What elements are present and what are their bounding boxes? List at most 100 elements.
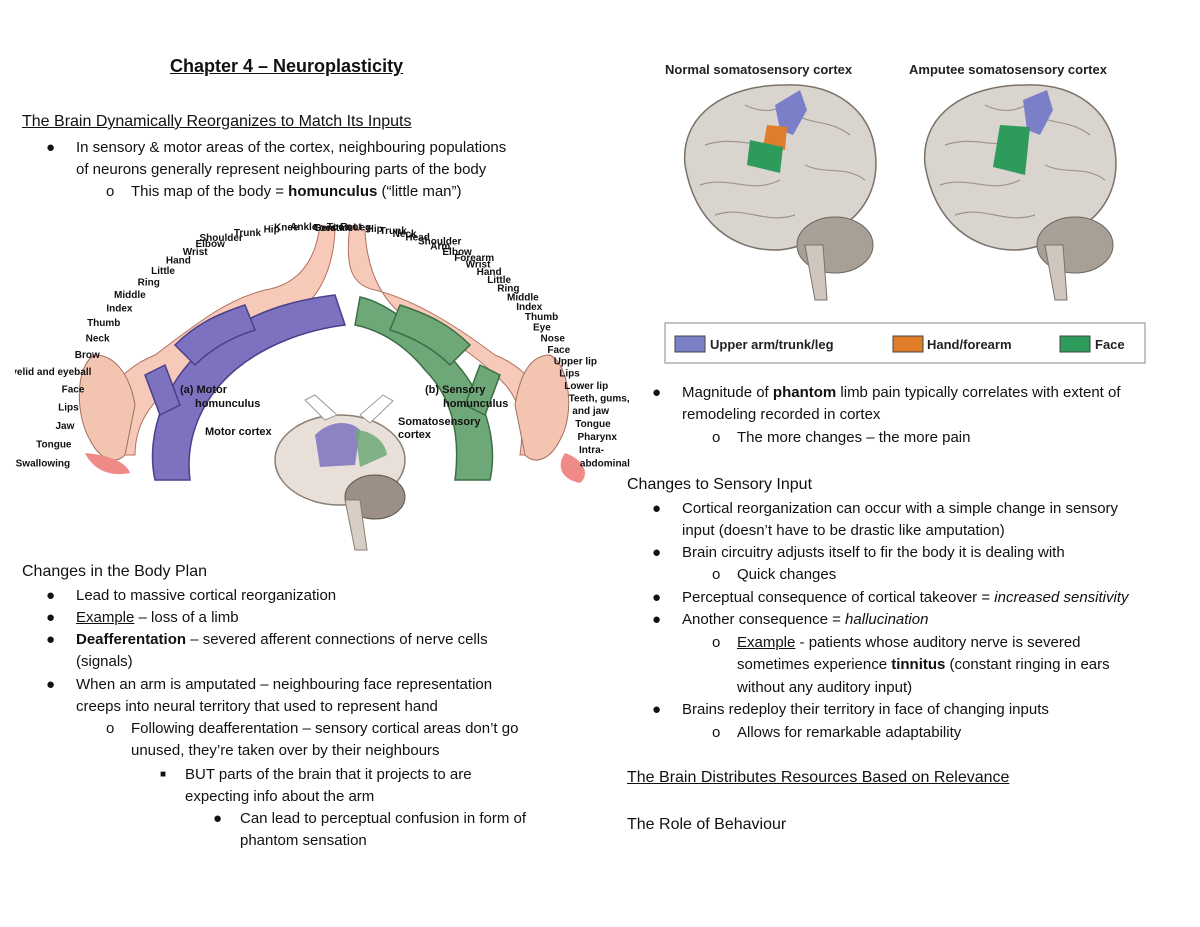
text-line: When an arm is amputated – neighbouring … — [76, 676, 493, 693]
body-part-label: Swallowing — [16, 458, 70, 469]
text-line: input (doesn’t have to be drastic like a… — [682, 522, 1005, 539]
body-part-label: Brow — [75, 350, 100, 361]
text-line: unused, they’re taken over by their neig… — [131, 742, 440, 759]
motor-title-2: homunculus — [195, 398, 260, 410]
bullet: ● — [213, 810, 223, 827]
svg-text:homunculus: homunculus — [195, 398, 260, 410]
bullet: ● — [46, 676, 56, 693]
svg-text:Somatosensory: Somatosensory — [398, 416, 481, 428]
bullet: ● — [46, 587, 56, 604]
body-part-label: Little — [151, 266, 175, 277]
body-part-label: Lips — [559, 369, 580, 380]
body-part-label: Knee — [274, 223, 299, 234]
body-part-label: Intra- — [579, 445, 604, 456]
svg-text:cortex: cortex — [398, 429, 432, 441]
body-part-label: Teeth, gums, — [569, 393, 630, 404]
body-part-label: Shoulder — [418, 237, 461, 248]
text-line: Deafferentation – severed afferent conne… — [76, 631, 488, 648]
body-part-label: abdominal — [580, 458, 630, 469]
body-part-label: Foot — [340, 222, 362, 233]
text-line: Another consequence = hallucination — [682, 611, 929, 628]
bullet: ● — [652, 384, 662, 401]
legend-label-face: Face — [1095, 337, 1125, 352]
legend-swatch-upper — [674, 335, 706, 353]
motor-title: (a) Motor — [180, 384, 228, 396]
text-line: phantom sensation — [240, 832, 367, 849]
body-part-label: Hip — [264, 225, 280, 236]
body-part-label: Lower lip — [564, 381, 608, 392]
body-part-label: Ring — [497, 284, 519, 295]
body-part-label: Wrist — [466, 260, 491, 271]
body-part-label: Elbow — [195, 239, 225, 250]
section-heading-behaviour: The Role of Behaviour — [627, 816, 787, 833]
legend-swatch-hand — [892, 335, 924, 353]
bullet: ● — [652, 500, 662, 517]
legend-label-hand: Hand/forearm — [927, 337, 1012, 352]
text-line: Allows for remarkable adaptability — [737, 724, 962, 741]
body-part-label: and jaw — [572, 406, 609, 417]
body-part-label: Lips — [58, 402, 79, 413]
body-part-label: Upper lip — [554, 357, 597, 368]
body-part-label: Middle — [507, 293, 539, 304]
text-line: Lead to massive cortical reorganization — [76, 587, 337, 604]
text-line: Cortical reorganization can occur with a… — [682, 500, 1119, 517]
body-part-label: Pharynx — [578, 432, 618, 443]
motor-cortex-label: Motor cortex — [205, 426, 273, 438]
section-heading-resources: The Brain Distributes Resources Based on… — [627, 769, 1010, 786]
sensory-title-2: homunculus — [443, 398, 508, 410]
bullet: ● — [46, 139, 56, 156]
body-part-label: Little — [487, 275, 511, 286]
sub-bullet: o — [712, 634, 721, 651]
body-part-label: Toes — [314, 223, 337, 234]
section-heading-sensory-input: Changes to Sensory Input — [627, 476, 813, 493]
sub-bullet: o — [106, 183, 115, 200]
bullet: ● — [652, 701, 662, 718]
body-part-label: Thumb — [525, 312, 558, 323]
body-part-label: Toes — [327, 222, 350, 233]
page-title: Chapter 4 – Neuroplasticity — [170, 56, 404, 76]
svg-text:Normal somatosensory cortex: Normal somatosensory cortex — [665, 62, 853, 77]
section-heading-body-plan: Changes in the Body Plan — [22, 563, 208, 580]
body-part-label: Ring — [138, 277, 160, 288]
body-part-label: Nose — [541, 334, 566, 345]
svg-text:(a) Motor: (a) Motor — [180, 384, 228, 396]
body-part-label: Thumb — [87, 318, 120, 329]
body-part-label: Arm — [430, 241, 450, 252]
svg-text:Face: Face — [1095, 337, 1125, 352]
svg-text:(b) Sensory: (b) Sensory — [425, 384, 486, 396]
body-part-label: Wrist — [183, 247, 208, 258]
body-part-label: Trunk — [380, 226, 408, 237]
text-line: Example – loss of a limb — [76, 609, 239, 626]
text-line: BUT parts of the brain that it projects … — [185, 766, 472, 783]
body-part-label: Forearm — [454, 253, 494, 264]
bullet: ● — [652, 544, 662, 561]
sub-bullet: o — [712, 566, 721, 583]
body-part-label: Index — [516, 302, 543, 313]
body-part-label: Hand — [166, 256, 191, 267]
text-line: Perceptual consequence of cortical takeo… — [682, 589, 1129, 606]
normal-brain — [683, 84, 877, 301]
body-part-label: Tongue — [575, 419, 611, 430]
text-line: remodeling recorded in cortex — [682, 406, 881, 423]
amputee-cortex-title: Amputee somatosensory cortex — [909, 62, 1108, 77]
sub-bullet: o — [712, 429, 721, 446]
text-line: without any auditory input) — [737, 679, 913, 696]
normal-cortex-title: Normal somatosensory cortex — [665, 62, 853, 77]
sub-bullet: o — [106, 720, 115, 737]
text-line: The more changes – the more pain — [737, 429, 971, 446]
text-line: (signals) — [76, 653, 133, 670]
body-part-label: Elbow — [442, 247, 472, 258]
body-part-label: Trunk — [234, 228, 262, 239]
body-part-label: Jaw — [55, 421, 74, 432]
svg-text:Amputee somatosensory cortex: Amputee somatosensory cortex — [909, 62, 1108, 77]
svg-text:homunculus: homunculus — [443, 398, 508, 410]
homunculus-figure: (a) Motor homunculus (b) Sensory homuncu… — [15, 222, 630, 551]
body-part-label: Neck — [393, 229, 417, 240]
text-line: Brain circuitry adjusts itself to fir th… — [682, 544, 1065, 561]
bullet: ● — [652, 611, 662, 628]
text-line: Example - patients whose auditory nerve … — [737, 634, 1081, 651]
body-part-label: Eye — [533, 323, 551, 334]
amputee-brain — [923, 84, 1117, 301]
svg-text:Upper arm/trunk/leg: Upper arm/trunk/leg — [710, 337, 834, 352]
body-part-label: Eyelid and eyeball — [15, 367, 92, 378]
